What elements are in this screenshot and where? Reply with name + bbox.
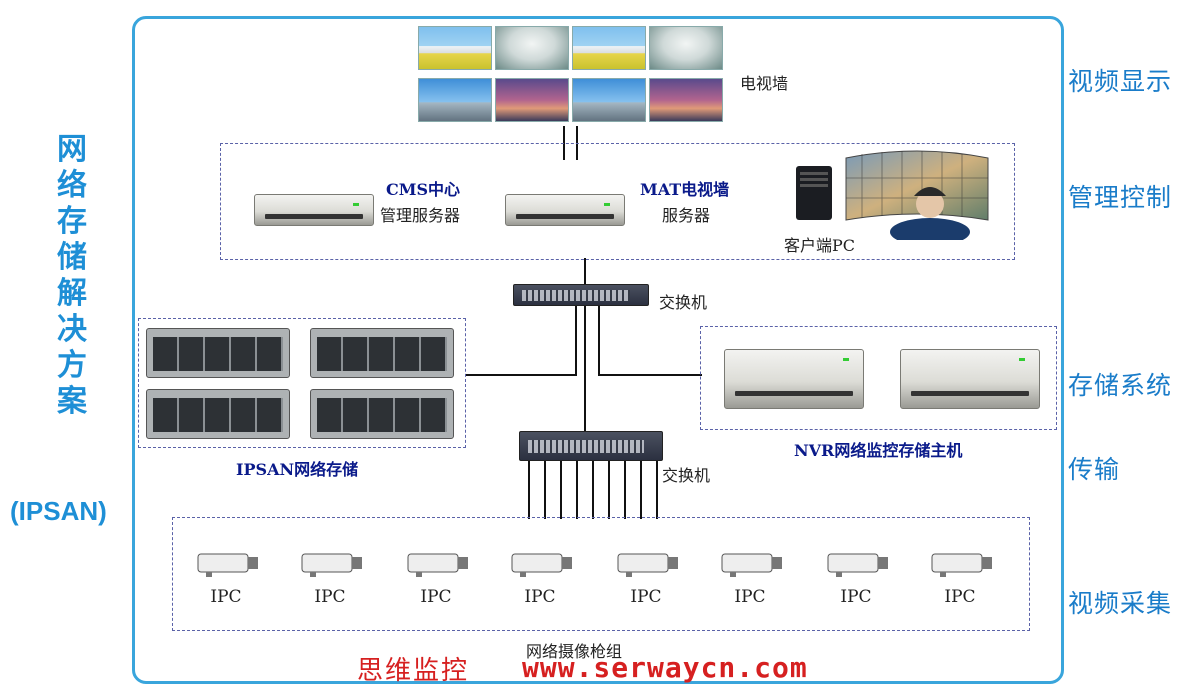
camera-icon: [406, 548, 472, 582]
wire: [575, 306, 577, 376]
storage-array: [146, 389, 290, 439]
nvr-server: [724, 349, 864, 409]
management-group: [220, 143, 1015, 260]
side-title-char: 决: [57, 312, 87, 347]
side-title-char: 解: [57, 276, 87, 311]
storage-array: [310, 328, 454, 378]
ipc-label: IPC: [314, 587, 346, 607]
camera-icon: [510, 548, 576, 582]
tier-management: 管理控制: [1068, 183, 1173, 212]
ipsan-group: [138, 318, 466, 448]
top-switch: [513, 284, 649, 306]
side-title-char: 存: [57, 204, 87, 239]
cms-server: [254, 194, 374, 226]
wire: [466, 374, 577, 376]
camera-icon: [196, 548, 262, 582]
wire: [576, 461, 578, 519]
tier-transmission: 传输: [1068, 455, 1121, 484]
wire: [584, 306, 586, 434]
side-title-char: 络: [57, 168, 87, 203]
ipc-label: IPC: [630, 587, 662, 607]
ipc-label: IPC: [420, 587, 452, 607]
side-title-char: 储: [57, 240, 87, 275]
ipc-label: IPC: [840, 587, 872, 607]
client-pc-label: 客户端PC: [784, 236, 856, 255]
ipc-label: IPC: [734, 587, 766, 607]
wire: [544, 461, 546, 519]
wire: [592, 461, 594, 519]
wall-tile-train: [572, 26, 646, 70]
bottom-switch-label: 交换机: [662, 466, 711, 485]
wall-tile-plane: [572, 78, 646, 122]
tier-display: 视频显示: [1068, 67, 1173, 96]
tier-capture: 视频采集: [1068, 589, 1173, 618]
camera-group-label: 网络摄像枪组: [526, 642, 623, 661]
mat-label-line2: 服务器: [662, 206, 711, 225]
wall-tile-dusk: [495, 78, 569, 122]
wire: [584, 258, 586, 286]
wall-tile-plane: [418, 78, 492, 122]
camera-icon: [720, 548, 786, 582]
side-title-char: 案: [57, 384, 87, 419]
watermark-name: 思维监控: [357, 656, 470, 686]
video-wall-label: 电视墙: [740, 74, 789, 93]
wall-tile-hall: [649, 26, 723, 70]
side-title-char: 方: [57, 348, 87, 383]
wire: [560, 461, 562, 519]
mat-server: [505, 194, 625, 226]
wire: [624, 461, 626, 519]
top-switch-label: 交换机: [659, 293, 708, 312]
watermark-url: www.serwaycn.com: [522, 651, 808, 684]
wall-tile-dusk: [649, 78, 723, 122]
camera-icon: [826, 548, 892, 582]
wire: [598, 306, 600, 376]
ipc-label: IPC: [944, 587, 976, 607]
side-title-suffix: (IPSAN): [10, 496, 107, 526]
ipc-label: IPC: [210, 587, 242, 607]
side-title-char: 网: [57, 132, 87, 167]
monitor-wall-icon: [845, 150, 989, 240]
storage-array: [146, 328, 290, 378]
nvr-server: [900, 349, 1040, 409]
camera-icon: [300, 548, 366, 582]
cms-label-line2: 管理服务器: [380, 206, 461, 225]
ipsan-label: IPSAN网络存储: [236, 460, 359, 479]
wire: [656, 461, 658, 519]
cms-label-line1: CMS中心: [386, 180, 461, 199]
storage-array: [310, 389, 454, 439]
wall-tile-train: [418, 26, 492, 70]
ipc-label: IPC: [524, 587, 556, 607]
nvr-group: [700, 326, 1057, 430]
wire: [528, 461, 530, 519]
wire: [608, 461, 610, 519]
camera-group: [172, 517, 1030, 631]
tier-storage: 存储系统: [1068, 371, 1173, 400]
camera-icon: [616, 548, 682, 582]
bottom-switch: [519, 431, 663, 461]
wire: [598, 374, 702, 376]
pc-tower-icon: [796, 166, 832, 220]
mat-label-line1: MAT电视墙: [640, 180, 730, 199]
wall-tile-hall: [495, 26, 569, 70]
wire: [640, 461, 642, 519]
nvr-label: NVR网络监控存储主机: [794, 441, 963, 460]
camera-icon: [930, 548, 996, 582]
side-title: 网 络 存 储 解 决 方 案: [50, 132, 94, 420]
